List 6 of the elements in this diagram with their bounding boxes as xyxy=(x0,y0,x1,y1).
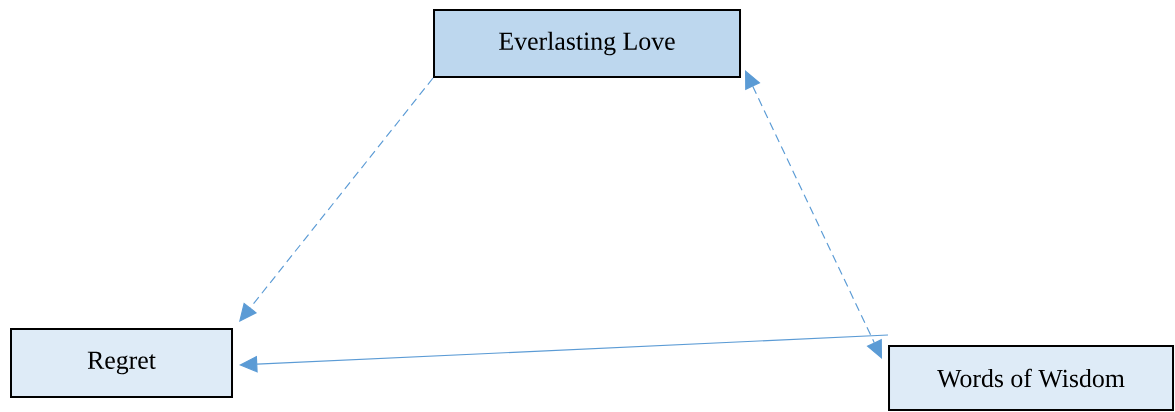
concept-box: Words of Wisdom xyxy=(888,345,1174,411)
concept-box: Regret xyxy=(10,328,233,398)
arrow xyxy=(239,77,434,322)
arrow xyxy=(745,70,882,359)
concept-box: Everlasting Love xyxy=(433,9,741,78)
arrow xyxy=(239,334,889,373)
